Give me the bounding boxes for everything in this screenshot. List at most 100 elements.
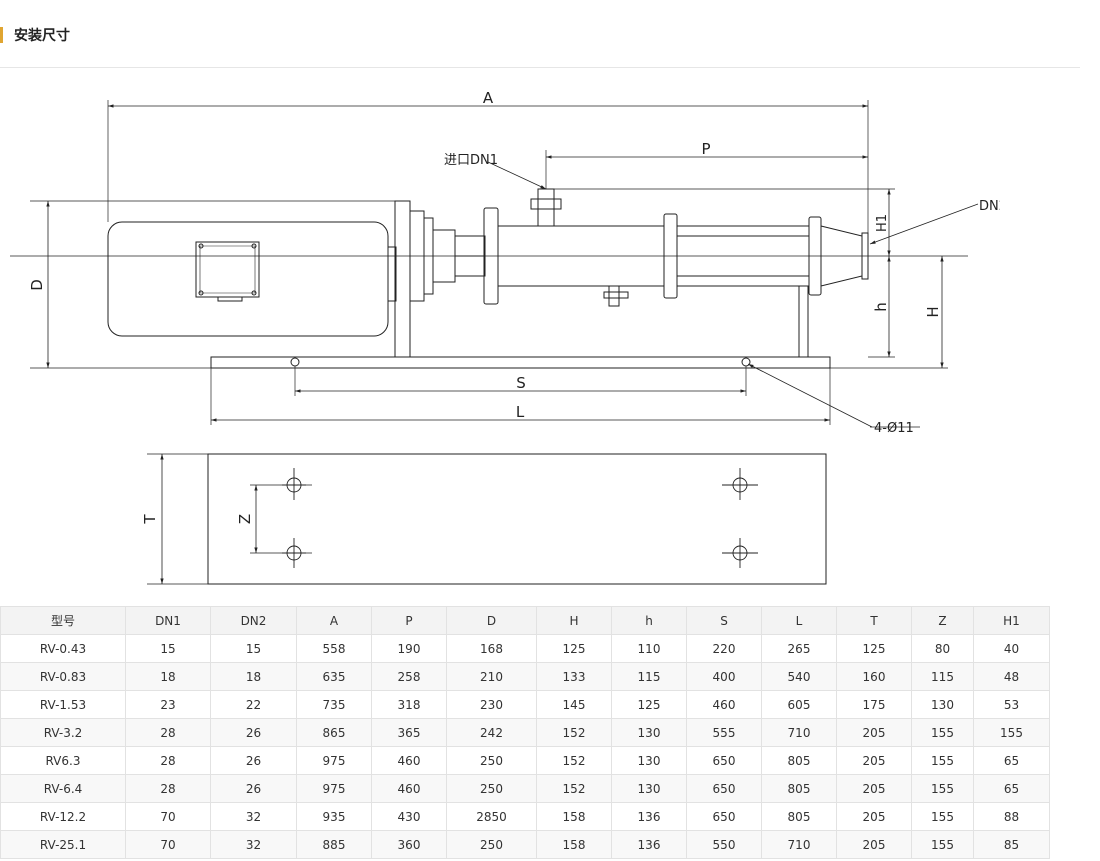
table-cell: 18 <box>210 662 297 691</box>
accent-bar <box>0 27 3 43</box>
table-cell: 250 <box>446 746 537 775</box>
table-cell: 635 <box>296 662 372 691</box>
table-cell: 460 <box>371 774 447 803</box>
column-header: H1 <box>973 606 1050 635</box>
table-cell: 242 <box>446 718 537 747</box>
table-cell: 125 <box>836 634 912 663</box>
label-S: S <box>516 374 526 392</box>
table-cell: RV-0.83 <box>0 662 126 691</box>
table-cell: 360 <box>371 830 447 859</box>
table-cell: 460 <box>371 746 447 775</box>
table-cell: 115 <box>611 662 687 691</box>
table-cell: 26 <box>210 746 297 775</box>
table-cell: 28 <box>125 774 211 803</box>
column-header: H <box>536 606 612 635</box>
table-cell: 152 <box>536 746 612 775</box>
table-cell: 155 <box>911 774 974 803</box>
table-cell: 130 <box>611 746 687 775</box>
table-cell: 85 <box>973 830 1050 859</box>
table-cell: 265 <box>761 634 837 663</box>
table-cell: 125 <box>611 690 687 719</box>
table-cell: 250 <box>446 830 537 859</box>
table-cell: 136 <box>611 802 687 831</box>
label-H1: H1 <box>875 214 890 232</box>
section-header: 安装尺寸 <box>0 22 1080 48</box>
table-cell: 40 <box>973 634 1050 663</box>
table-cell: 152 <box>536 774 612 803</box>
table-cell: 710 <box>761 718 837 747</box>
table-cell: 400 <box>686 662 762 691</box>
table-cell: 540 <box>761 662 837 691</box>
table-cell: 935 <box>296 802 372 831</box>
label-holes: 4-Ø11 <box>874 421 914 436</box>
label-inlet: 进口DN1 <box>444 153 498 168</box>
table-cell: 53 <box>973 690 1050 719</box>
table-cell: 460 <box>686 690 762 719</box>
table-cell: 158 <box>536 830 612 859</box>
column-header: DN2 <box>210 606 297 635</box>
pump-body <box>483 188 869 358</box>
table-cell: 155 <box>911 802 974 831</box>
base-plate <box>210 356 831 369</box>
table-cell: 250 <box>446 774 537 803</box>
table-cell: 136 <box>611 830 687 859</box>
table-cell: 318 <box>371 690 447 719</box>
label-P: P <box>701 140 710 158</box>
table-cell: 550 <box>686 830 762 859</box>
table-cell: 23 <box>125 690 211 719</box>
table-cell: RV-12.2 <box>0 802 126 831</box>
table-cell: 205 <box>836 774 912 803</box>
motor <box>107 221 397 337</box>
column-header: h <box>611 606 687 635</box>
table-cell: 430 <box>371 802 447 831</box>
table-cell: 88 <box>973 802 1050 831</box>
table-cell: 28 <box>125 746 211 775</box>
dimension-drawing: A P 进口DN1 DN2出口 D H1 h H S L 4-Ø11 T Z <box>0 75 1000 595</box>
table-cell: 605 <box>761 690 837 719</box>
table-cell: 32 <box>210 802 297 831</box>
table-cell: 110 <box>611 634 687 663</box>
table-cell: 555 <box>686 718 762 747</box>
table-cell: 125 <box>536 634 612 663</box>
table-cell: 26 <box>210 774 297 803</box>
table-cell: 155 <box>973 718 1050 747</box>
column-header: P <box>371 606 447 635</box>
label-Z: Z <box>236 514 254 524</box>
table-cell: RV-1.53 <box>0 690 126 719</box>
table-cell: 205 <box>836 746 912 775</box>
table-cell: 885 <box>296 830 372 859</box>
label-T: T <box>141 514 159 525</box>
table-cell: 710 <box>761 830 837 859</box>
table-cell: 130 <box>611 774 687 803</box>
table-cell: 805 <box>761 774 837 803</box>
table-cell: 145 <box>536 690 612 719</box>
label-h: h <box>872 302 890 312</box>
table-cell: RV6.3 <box>0 746 126 775</box>
table-cell: 26 <box>210 718 297 747</box>
label-outlet: DN2出口 <box>979 199 1000 214</box>
table-cell: RV-6.4 <box>0 774 126 803</box>
table-cell: 865 <box>296 718 372 747</box>
label-H: H <box>924 306 942 317</box>
table-cell: 15 <box>125 634 211 663</box>
table-cell: 735 <box>296 690 372 719</box>
table-cell: 133 <box>536 662 612 691</box>
table-cell: 168 <box>446 634 537 663</box>
table-cell: 155 <box>911 830 974 859</box>
table-cell: 975 <box>296 774 372 803</box>
bracket <box>394 200 486 358</box>
table-cell: 650 <box>686 746 762 775</box>
table-cell: 230 <box>446 690 537 719</box>
table-cell: 220 <box>686 634 762 663</box>
table-cell: 2850 <box>446 802 537 831</box>
table-cell: 65 <box>973 746 1050 775</box>
column-header: DN1 <box>125 606 211 635</box>
table-cell: 22 <box>210 690 297 719</box>
table-cell: 70 <box>125 802 211 831</box>
table-cell: 155 <box>911 746 974 775</box>
